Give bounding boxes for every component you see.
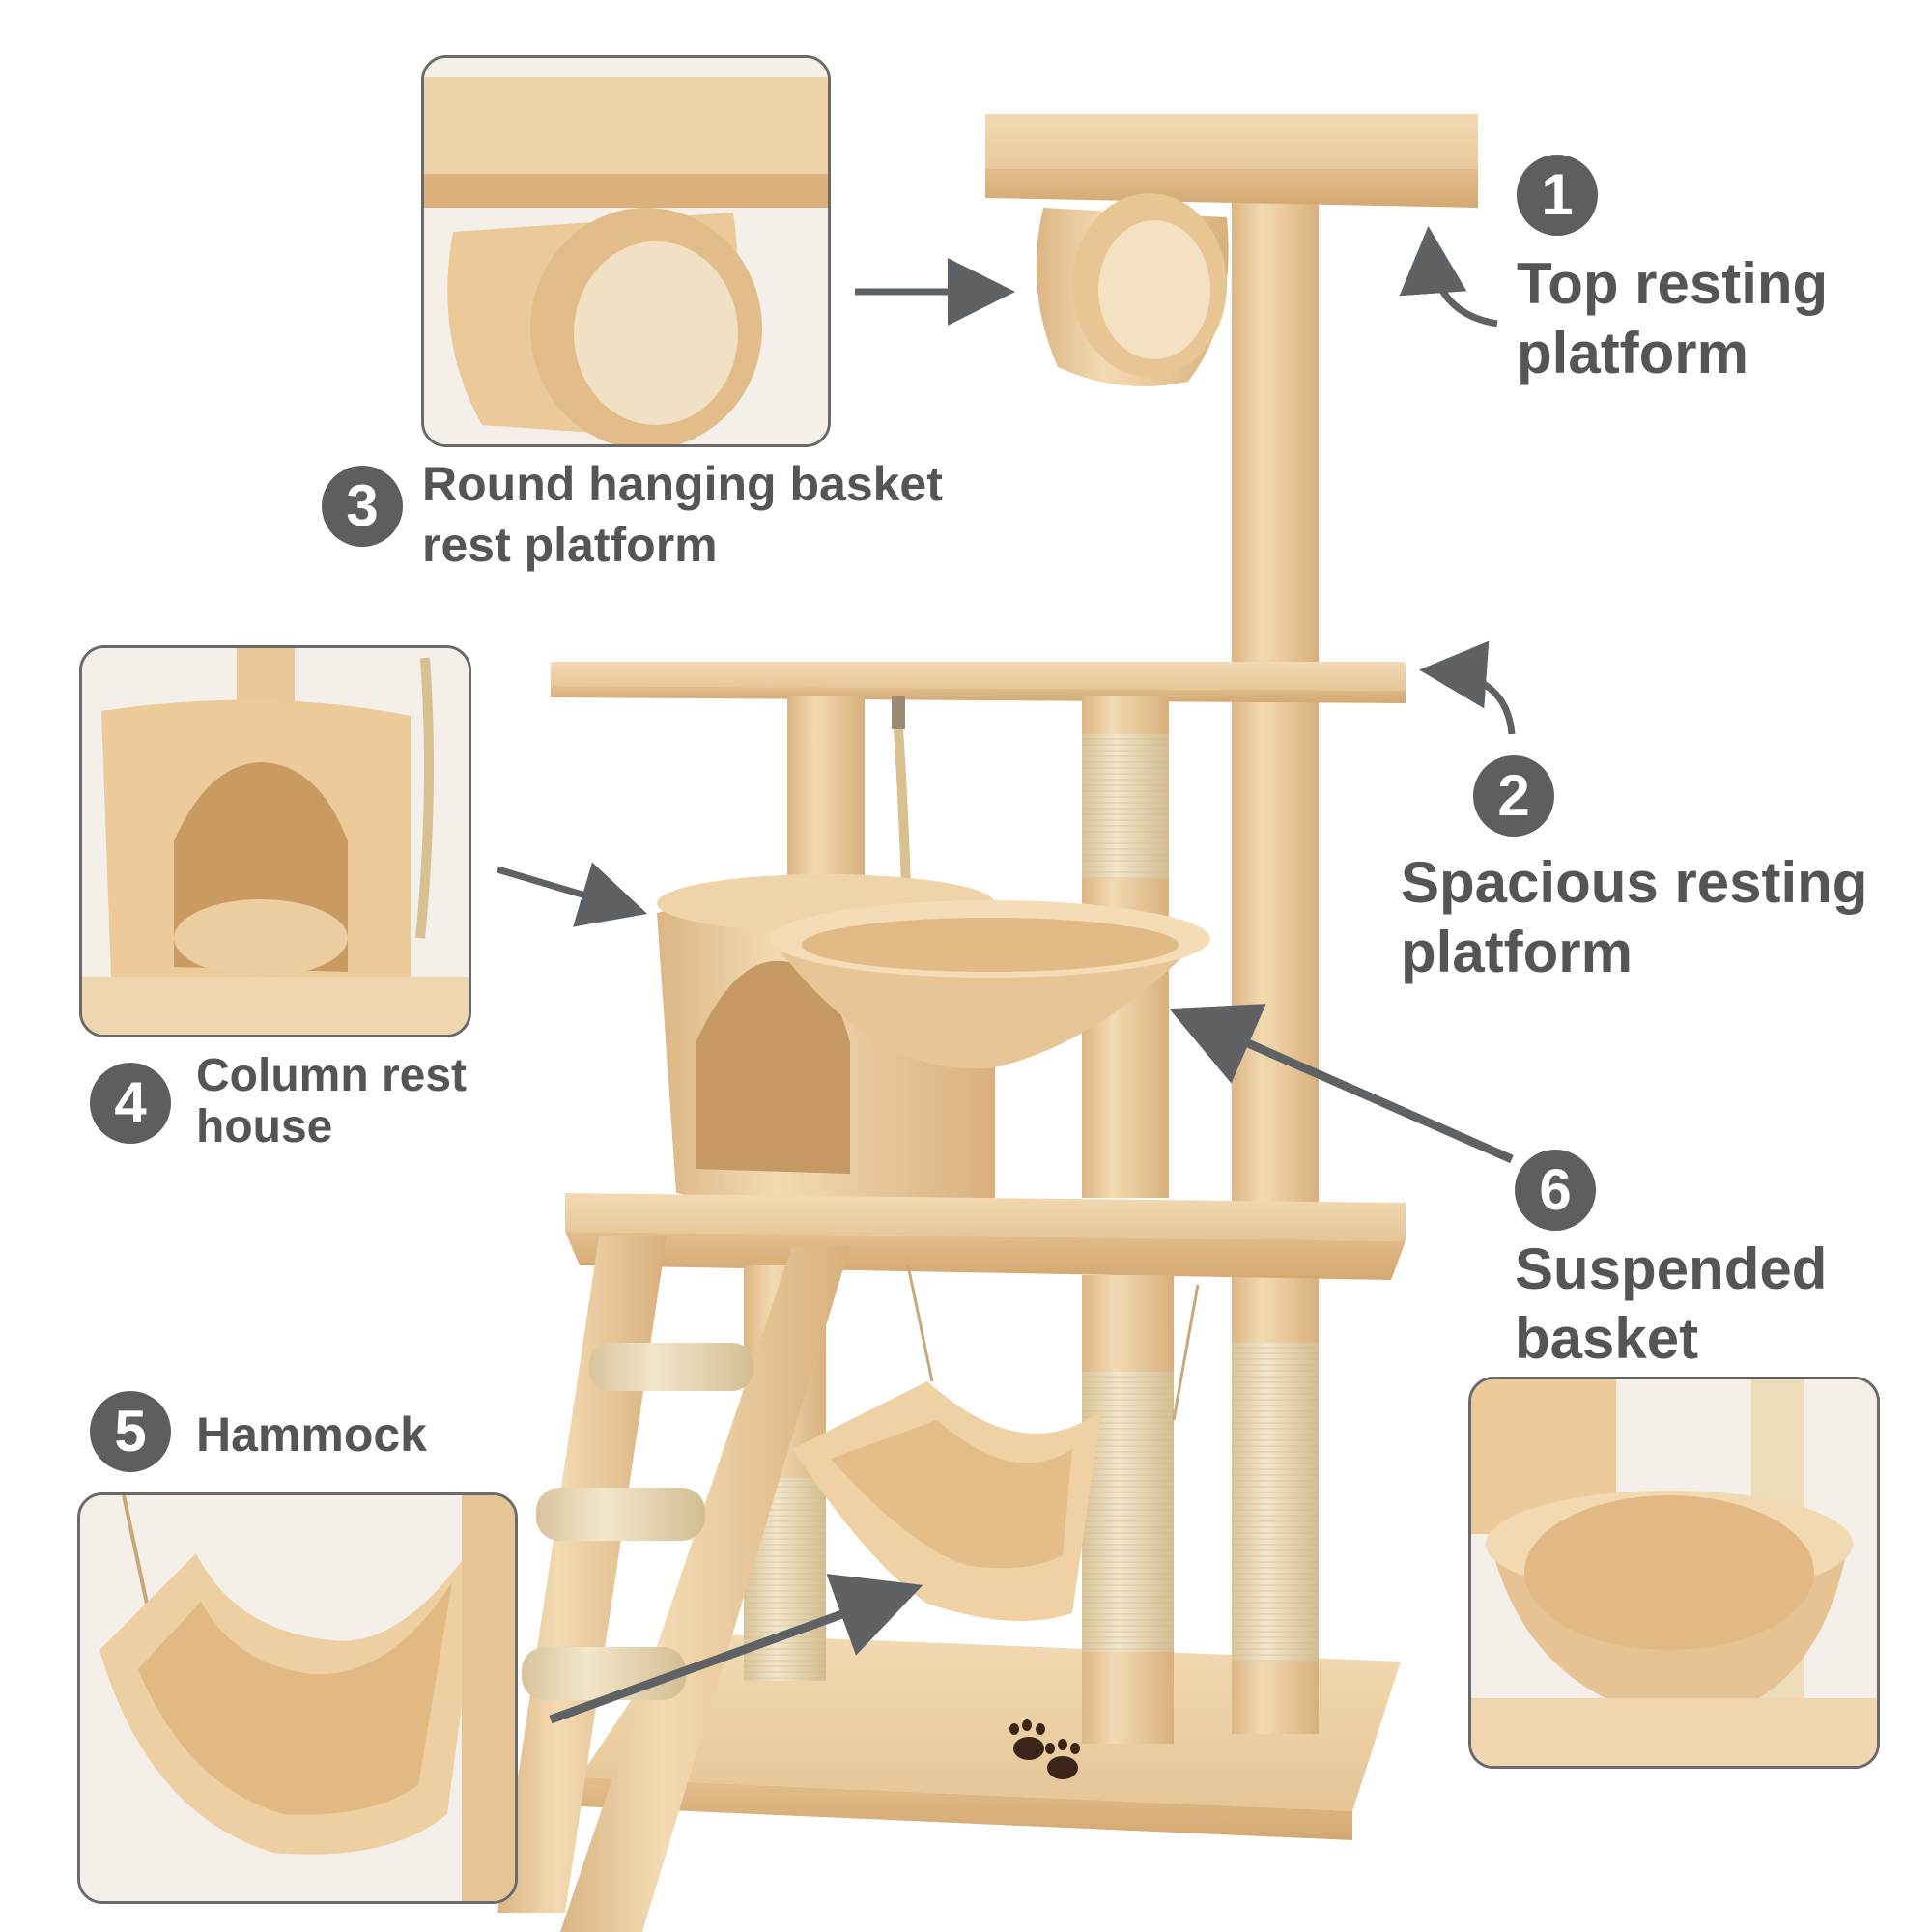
- feature-1-label: Top resting platform: [1517, 251, 1829, 385]
- inset-round-hanging-basket: [421, 55, 831, 447]
- inset-column-rest-house: [79, 645, 471, 1037]
- spacious-platform: [551, 662, 1406, 703]
- lower-platform: [565, 1193, 1406, 1280]
- feature-6-badge: 6: [1515, 1150, 1596, 1231]
- callout-arrows: [497, 226, 1516, 1724]
- feature-5-badge: 5: [90, 1391, 171, 1472]
- arrow-to-column-house: [497, 862, 648, 927]
- hammock: [792, 1264, 1200, 1621]
- feature-5-label: Hammock: [196, 1407, 427, 1462]
- feature-4-badge: 4: [90, 1063, 171, 1144]
- feature-2-badge: 2: [1473, 755, 1554, 837]
- tall-post: [1232, 179, 1319, 1734]
- feature-2-label: Spacious resting platform: [1401, 850, 1868, 984]
- feature-6-label: Suspended basket: [1515, 1236, 1828, 1371]
- inset-hammock: [77, 1492, 518, 1904]
- ladder: [497, 1236, 850, 1932]
- top-platform: [985, 114, 1478, 208]
- feature-4-label: Column rest house: [196, 1050, 468, 1152]
- feature-1-badge: 1: [1517, 155, 1598, 236]
- arrow-to-spacious-platform: [1419, 640, 1516, 735]
- feature-3-badge: 3: [322, 466, 403, 547]
- arrow-to-hammock: [549, 1574, 923, 1724]
- arrow-to-suspended-basket: [1169, 1004, 1514, 1164]
- suspended-basket: [770, 900, 1210, 1069]
- round-hanging-basket: [1036, 193, 1229, 386]
- paw-print-logo: [1009, 1719, 1080, 1779]
- inset-suspended-basket: [1468, 1377, 1880, 1769]
- arrow-to-top-platform: [1399, 226, 1498, 327]
- feature-3-label: Round hanging basket rest platform: [422, 457, 943, 572]
